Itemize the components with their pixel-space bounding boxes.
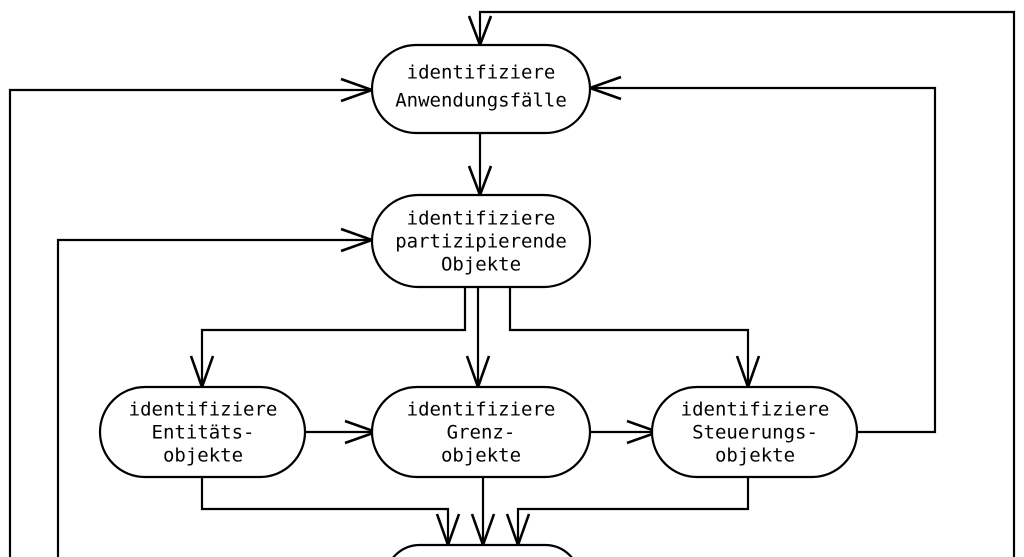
node-partizipierende-objekte-label-line2: partizipierende (395, 231, 567, 253)
node-partizipierende-objekte-shape (370, 193, 592, 289)
node-bottom-partial-shape (392, 543, 573, 557)
node-grenzobjekte-label-line3: objekte (441, 445, 521, 467)
node-anwendungsfaelle-label-line1: identifiziere (407, 62, 556, 84)
node-partizipierende-objekte-label-line1: identifiziere (407, 208, 556, 230)
nodes-layer: identifiziere Anwendungsfälle identifizi… (98, 43, 859, 557)
node-grenzobjekte-label-line1: identifiziere (407, 399, 556, 421)
node-entitaetsobjekte-label-line3: objekte (163, 445, 243, 467)
edge-partizipierende-to-steuerungs-line (508, 287, 750, 385)
node-anwendungsfaelle-label-line2: Anwendungsfälle (395, 90, 567, 112)
node-steuerungsobjekte-label-line1: identifiziere (681, 399, 830, 421)
node-steuerungsobjekte-shape (650, 385, 859, 479)
node-bottom-partial[interactable] (385, 543, 580, 557)
edge-feedback-steuerungs-line (592, 86, 937, 434)
node-identifiziere-steuerungsobjekte[interactable]: identifiziere Steuerungs- objekte (650, 385, 859, 479)
edges-layer (8, 10, 1016, 557)
node-grenzobjekte-label-line2: Grenz- (447, 422, 516, 444)
node-anwendungsfaelle-shape (370, 43, 592, 135)
edge-feedback-left-inner-line (56, 238, 370, 557)
node-entitaetsobjekte-shape (98, 385, 307, 479)
node-identifiziere-entitaetsobjekte[interactable]: identifiziere Entitäts- objekte (98, 385, 307, 479)
edge-partizipierende-to-entitaets-line (200, 287, 467, 385)
edge-feedback-outer-top-line (478, 10, 1016, 557)
node-identifiziere-anwendungsfaelle[interactable]: identifiziere Anwendungsfälle (370, 43, 592, 135)
node-partizipierende-objekte-label-line3: Objekte (441, 254, 521, 276)
edge-entitaets-to-bottom-line (200, 477, 450, 543)
edge-feedback-left-outer-line (8, 88, 370, 557)
node-entitaetsobjekte-label-line1: identifiziere (129, 399, 278, 421)
node-steuerungsobjekte-label-line2: Steuerungs- (692, 422, 818, 444)
node-grenzobjekte-shape (370, 385, 592, 479)
node-entitaetsobjekte-label-line2: Entitäts- (152, 422, 255, 444)
edge-steuerungs-to-bottom-line (516, 477, 750, 543)
node-identifiziere-grenzobjekte[interactable]: identifiziere Grenz- objekte (370, 385, 592, 479)
node-steuerungsobjekte-label-line3: objekte (715, 445, 795, 467)
node-identifiziere-partizipierende-objekte[interactable]: identifiziere partizipierende Objekte (370, 193, 592, 289)
